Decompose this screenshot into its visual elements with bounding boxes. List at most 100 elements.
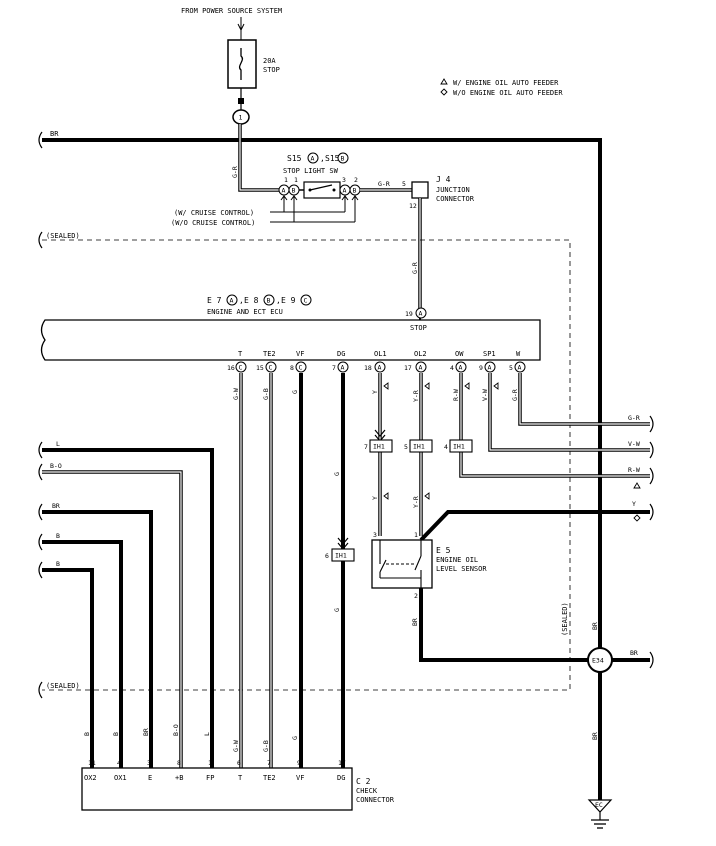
svg-text:OX2: OX2 xyxy=(84,774,97,782)
triangle-icon xyxy=(440,78,448,85)
check-connector: 11 4 3 8 1 6 7 9 17 OX2 OX1 E +B FP T TE… xyxy=(81,759,395,811)
svg-text:1: 1 xyxy=(239,114,243,122)
svg-text:+B: +B xyxy=(175,774,183,782)
svg-text:A: A xyxy=(230,297,234,305)
svg-text:STOP: STOP xyxy=(410,324,427,332)
fuse-box xyxy=(227,39,257,89)
svg-text:1: 1 xyxy=(284,176,288,184)
svg-text:Y: Y xyxy=(632,500,636,508)
svg-text:OW: OW xyxy=(455,350,464,358)
svg-text:5: 5 xyxy=(404,443,408,451)
svg-text:4: 4 xyxy=(444,443,448,451)
svg-text:C: C xyxy=(304,297,308,305)
svg-text:W/ ENGINE OIL AUTO FEEDER: W/ ENGINE OIL AUTO FEEDER xyxy=(453,79,559,87)
svg-text:FP: FP xyxy=(206,774,214,782)
svg-text:J 4: J 4 xyxy=(436,175,451,184)
svg-text:OX1: OX1 xyxy=(114,774,127,782)
ecu-header: E 7 A , E 8 B , E 9 C ENGINE AND ECT ECU xyxy=(207,294,312,316)
fuse-icon xyxy=(238,48,244,80)
diamond-icon xyxy=(440,88,448,96)
ecu-terminals: T TE2 VF DG OL1 OL2 OW SP1 W 16 C 15 C 8… xyxy=(227,350,526,373)
svg-text:R-W: R-W xyxy=(628,466,640,474)
svg-text:B: B xyxy=(112,732,120,736)
svg-text:G: G xyxy=(291,390,299,394)
svg-text:2: 2 xyxy=(354,176,358,184)
svg-text:Y: Y xyxy=(371,496,379,500)
svg-text:T: T xyxy=(238,350,243,358)
svg-text:A: A xyxy=(518,364,522,372)
svg-text:B-O: B-O xyxy=(172,724,180,736)
svg-text:6: 6 xyxy=(237,759,241,767)
svg-text:,: , xyxy=(320,154,325,163)
svg-text:,: , xyxy=(276,296,281,305)
svg-text:TE2: TE2 xyxy=(263,774,276,782)
svg-text:BR: BR xyxy=(50,130,59,138)
svg-text:3: 3 xyxy=(147,759,151,767)
svg-text:7: 7 xyxy=(332,364,336,372)
svg-text:BR: BR xyxy=(411,618,419,626)
svg-text:E 8: E 8 xyxy=(244,296,259,305)
ih1-connector-4 xyxy=(449,439,473,453)
svg-text:CONNECTOR: CONNECTOR xyxy=(436,195,475,203)
svg-text:12: 12 xyxy=(409,202,417,210)
svg-text:A: A xyxy=(311,155,315,163)
svg-text:VF: VF xyxy=(296,774,304,782)
svg-text:15: 15 xyxy=(256,364,264,372)
ih1-connector-7 xyxy=(369,439,393,453)
svg-text:BR: BR xyxy=(142,728,150,736)
legend: W/ ENGINE OIL AUTO FEEDER W/O ENGINE OIL… xyxy=(440,78,563,97)
svg-text:Y: Y xyxy=(371,390,379,394)
svg-text:B: B xyxy=(56,532,60,540)
svg-text:A: A xyxy=(341,364,345,372)
svg-text:G-W: G-W xyxy=(232,740,240,752)
svg-text:1: 1 xyxy=(294,176,298,184)
svg-text:L: L xyxy=(56,440,60,448)
svg-text:9: 9 xyxy=(479,364,483,372)
sealed-boundary xyxy=(42,239,571,691)
svg-text:DG: DG xyxy=(337,350,345,358)
svg-text:T: T xyxy=(238,774,243,782)
svg-text:IH1: IH1 xyxy=(453,443,465,451)
svg-text:BR: BR xyxy=(591,622,599,630)
wire-br-top xyxy=(42,138,602,652)
svg-text:OL1: OL1 xyxy=(374,350,387,358)
svg-text:ENGINE AND ECT ECU: ENGINE AND ECT ECU xyxy=(207,308,283,316)
svg-text:(SEALED): (SEALED) xyxy=(561,602,569,636)
svg-text:G-R: G-R xyxy=(231,166,239,178)
svg-text:E 7: E 7 xyxy=(207,296,222,305)
svg-text:W/O ENGINE OIL AUTO FEEDER: W/O ENGINE OIL AUTO FEEDER xyxy=(453,89,563,97)
svg-text:9: 9 xyxy=(297,759,301,767)
svg-text:B: B xyxy=(353,187,357,195)
svg-text:B: B xyxy=(56,560,60,568)
svg-text:A: A xyxy=(419,310,423,318)
svg-text:4: 4 xyxy=(450,364,454,372)
svg-text:6: 6 xyxy=(325,552,329,560)
svg-text:E34: E34 xyxy=(592,657,604,665)
svg-text:G-B: G-B xyxy=(262,388,270,400)
svg-text:V-W: V-W xyxy=(481,389,489,401)
svg-text:A: A xyxy=(343,187,347,195)
svg-text:L: L xyxy=(203,732,211,736)
svg-text:E: E xyxy=(148,774,152,782)
svg-text:CONNECTOR: CONNECTOR xyxy=(356,796,395,804)
svg-text:G: G xyxy=(333,472,341,476)
oil-level-sensor: E 5 ENGINE OIL LEVEL SENSOR 2 xyxy=(371,539,487,600)
arrowhead xyxy=(237,23,245,32)
svg-text:(W/O CRUISE CONTROL): (W/O CRUISE CONTROL) xyxy=(171,219,255,227)
svg-text:SP1: SP1 xyxy=(483,350,496,358)
svg-text:18: 18 xyxy=(364,364,372,372)
svg-text:S15: S15 xyxy=(287,154,302,163)
svg-text:G-W: G-W xyxy=(232,388,240,400)
svg-text:G-B: G-B xyxy=(262,740,270,752)
svg-text:(W/ CRUISE CONTROL): (W/ CRUISE CONTROL) xyxy=(174,209,254,217)
svg-text:17: 17 xyxy=(404,364,412,372)
svg-text:8: 8 xyxy=(290,364,294,372)
ground-ec-marker xyxy=(587,799,613,813)
svg-text:TE2: TE2 xyxy=(263,350,276,358)
svg-text:C: C xyxy=(239,364,243,372)
junction-connector xyxy=(411,181,429,199)
svg-text:BR: BR xyxy=(630,649,638,657)
svg-text:B: B xyxy=(292,187,296,195)
svg-text:A: A xyxy=(378,364,382,372)
